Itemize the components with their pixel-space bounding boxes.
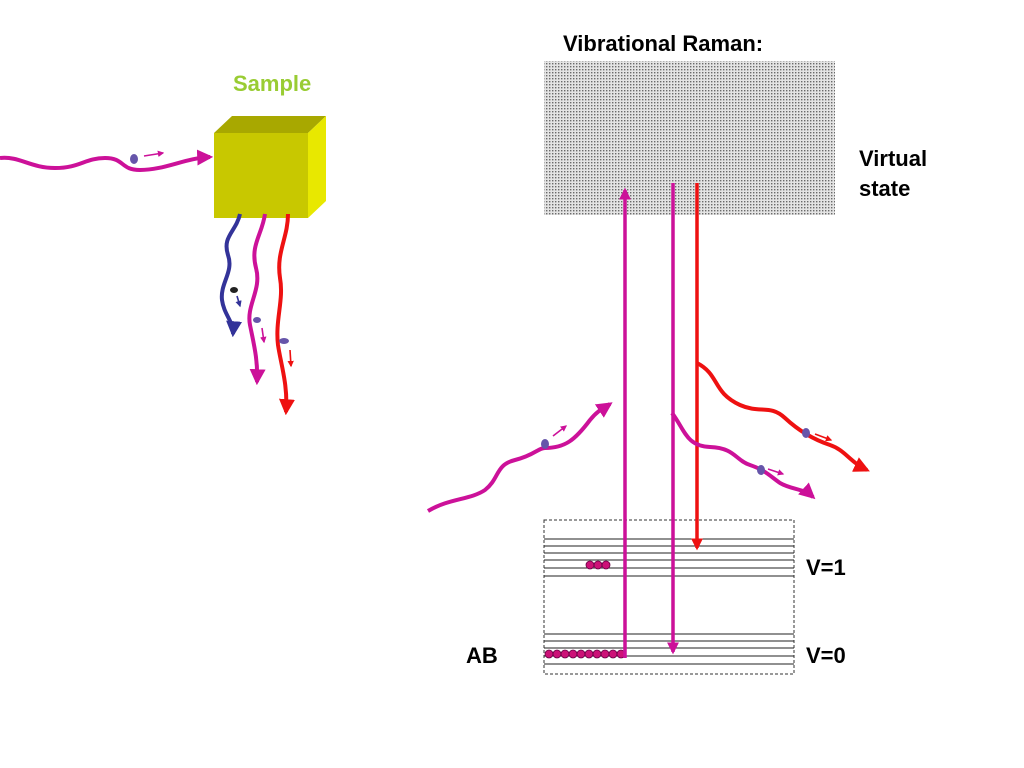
molecule-dot [576, 649, 586, 659]
level-label-v1: V=1 [806, 555, 846, 580]
stokes-photon-right [695, 361, 870, 472]
molecule-dot [600, 649, 610, 659]
virtual-state-label-line1: Virtual [859, 146, 927, 171]
v0-molecules [544, 649, 626, 659]
diagram-title: Vibrational Raman: [563, 31, 763, 56]
rayleigh-photon-right [670, 411, 816, 500]
molecule-dot [544, 649, 554, 659]
molecule-dot [568, 649, 578, 659]
molecule-label: AB [466, 643, 498, 668]
molecule-dot [601, 560, 611, 570]
v0-level-lines [544, 633, 794, 665]
incident-photon-left [0, 149, 214, 173]
photon-direction-arrow [552, 425, 568, 437]
photon-direction-arrow [235, 295, 242, 308]
molecule-dot [593, 560, 603, 570]
molecule-dot [584, 649, 594, 659]
photon-direction-arrow [287, 349, 294, 368]
virtual-state-label: Virtual state [859, 146, 933, 201]
molecule-dot [592, 649, 602, 659]
photon-direction-arrow [814, 433, 833, 442]
rayleigh-photon-left [247, 213, 267, 386]
vibrational-levels-box [543, 519, 795, 675]
molecule-dot [585, 560, 595, 570]
photon-dot [230, 287, 238, 293]
molecule-dot [608, 649, 618, 659]
incident-photon-right [426, 402, 613, 513]
photon-dot [279, 338, 289, 344]
anti-stokes-photon-left [219, 213, 243, 338]
virtual-state-band [544, 61, 835, 215]
photon-dot [802, 428, 810, 438]
stokes-photon-left [275, 213, 295, 416]
photon-dot [541, 439, 549, 449]
photon-dot [130, 154, 138, 164]
level-label-v0: V=0 [806, 643, 846, 668]
sample-cube [214, 116, 326, 218]
photon-direction-arrow [143, 150, 165, 157]
v1-molecules [585, 560, 611, 570]
photon-dot [757, 465, 765, 475]
photon-direction-arrow [260, 327, 267, 344]
virtual-state-label-line2: state [859, 176, 910, 201]
photon-direction-arrow [767, 468, 785, 476]
v1-level-lines [544, 538, 794, 577]
molecule-dot [552, 649, 562, 659]
molecule-dot [560, 649, 570, 659]
sample-label: Sample [233, 71, 311, 96]
photon-dot [253, 317, 261, 323]
